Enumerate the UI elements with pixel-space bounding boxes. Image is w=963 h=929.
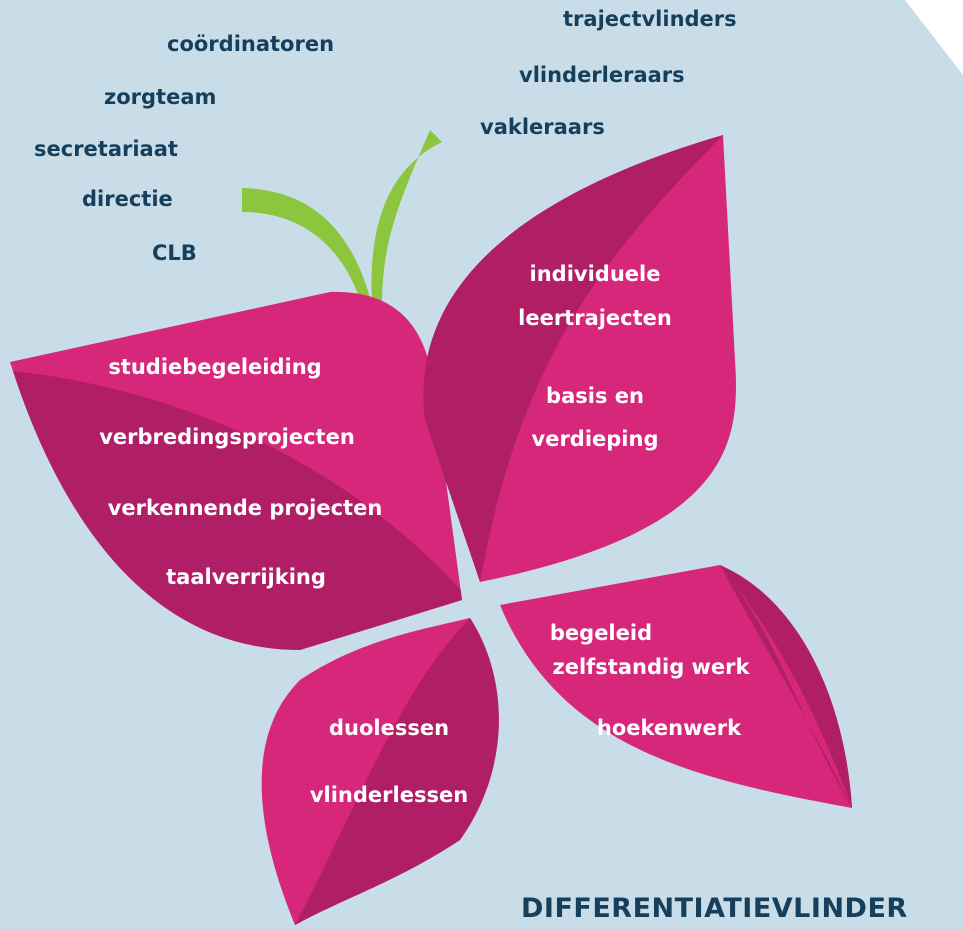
role-trajectvlinders: trajectvlinders (563, 7, 737, 31)
top-left-wing (10, 291, 462, 650)
wing-label-hoekenwerk: hoekenwerk (596, 716, 742, 740)
wing-label-vlinderlessen: vlinderlessen (309, 783, 469, 807)
wing-label-begeleid: begeleid (549, 621, 653, 645)
diagram-title: DIFFERENTIATIEVLINDER (521, 893, 908, 924)
top-right-wing (423, 135, 736, 582)
wing-label-verdieping: verdieping (531, 427, 659, 451)
wing-label-taalverrijking: taalverrijking (166, 565, 326, 589)
wing-label-zelfstandig-werk: zelfstandig werk (552, 655, 750, 679)
left-antenna (242, 188, 372, 306)
role-secretariaat: secretariaat (34, 137, 178, 161)
wing-label-leertrajecten: leertrajecten (518, 306, 672, 330)
role-zorgteam: zorgteam (104, 85, 217, 109)
wing-label-studiebegeleiding: studiebegeleiding (108, 355, 322, 379)
right-antenna (371, 130, 442, 305)
role-directie: directie (82, 187, 173, 211)
role-clb: CLB (152, 241, 197, 265)
wing-label-duolessen: duolessen (328, 716, 450, 740)
corner-shape (905, 0, 963, 75)
role-vlinderleraars: vlinderleraars (519, 63, 685, 87)
role-vakleraars: vakleraars (480, 115, 605, 139)
bottom-right-wing (500, 565, 852, 808)
wing-label-verkennende-projecten: verkennende projecten (107, 496, 383, 520)
role-coordinatoren: coördinatoren (167, 32, 335, 56)
wing-label-individuele: individuele (529, 262, 661, 286)
wing-label-verbredingsprojecten: verbredingsprojecten (99, 425, 355, 449)
wing-label-basis-en: basis en (546, 384, 644, 408)
